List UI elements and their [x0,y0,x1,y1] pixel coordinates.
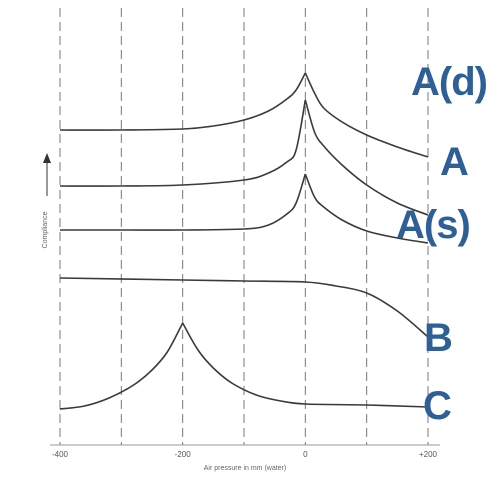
series-label-b: B [424,316,453,360]
series-line-c [59,322,429,410]
series-label-a: A [440,140,469,184]
x-tick-labels: -400 -200 0 +200 [52,450,438,459]
y-axis-arrow-icon [43,153,51,163]
series-label-a-d: A(d) [411,60,488,104]
series-line-b [59,277,429,338]
series-lines [59,72,429,410]
series-line-a [59,99,429,216]
series-line-a-s [59,173,429,244]
series-line-a-d [59,72,429,158]
x-tick-label: -200 [175,450,192,459]
x-tick-label: -400 [52,450,69,459]
y-axis-label: Compliance [42,211,49,248]
x-tick-label: +200 [419,450,438,459]
series-label-c: C [423,384,452,428]
series-label-a-s: A(s) [396,203,471,247]
x-axis-label: Air pressure in mm (water) [204,465,286,472]
x-tick-label: 0 [303,450,308,459]
gridlines [59,8,429,445]
